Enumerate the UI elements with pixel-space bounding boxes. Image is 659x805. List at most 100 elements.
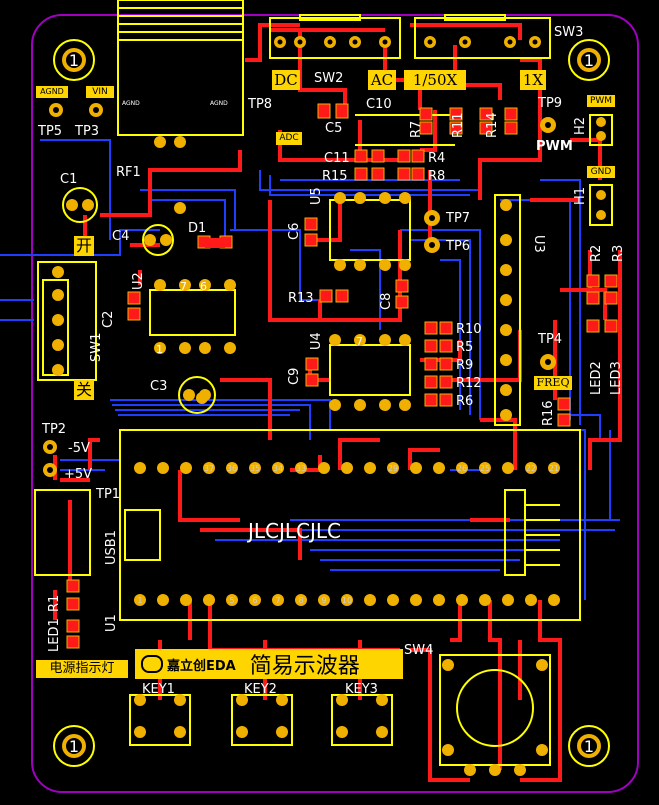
label-c11: C11 <box>324 151 350 166</box>
label-tp5: TP5 <box>37 124 62 139</box>
header-bottom-pin-number: 8 <box>298 596 303 605</box>
label-u2: U2 <box>131 272 146 290</box>
label-r12: R12 <box>456 376 482 391</box>
smd-pads <box>66 103 618 649</box>
header-top-pin-number: 36 <box>227 464 237 473</box>
label-r2: R2 <box>589 245 604 262</box>
label-c5: C5 <box>325 121 342 136</box>
header-top-pin-number: 29 <box>388 464 398 473</box>
label-u5: U5 <box>309 187 324 205</box>
label-tp2: TP2 <box>41 422 66 437</box>
board-title: 简易示波器 <box>249 654 360 679</box>
mounting-hole: 1 <box>53 725 95 767</box>
u2-pin-6: 6 <box>200 280 207 293</box>
label-r5: R5 <box>456 340 473 355</box>
label-tp1: TP1 <box>95 487 120 502</box>
label-tp6: TP6 <box>445 239 470 254</box>
label-dc-box: DC <box>272 70 300 90</box>
label-key2: KEY2 <box>244 682 277 697</box>
label-sw4: SW4 <box>404 643 433 658</box>
label-d1: D1 <box>188 221 206 236</box>
label-h2: H2 <box>573 117 588 135</box>
header-top-pin-number: 37 <box>204 464 214 473</box>
label-adc-box: ADC <box>276 132 302 145</box>
label-tp7: TP7 <box>445 211 470 226</box>
header-bottom-pin-number: 5 <box>229 596 234 605</box>
label-c3: C3 <box>150 379 167 394</box>
label-led2: LED2 <box>589 361 604 395</box>
label-r13: R13 <box>288 291 314 306</box>
silkscreen-outlines <box>34 0 613 766</box>
header-bottom-pin-number: 10 <box>342 596 352 605</box>
label-neg5v: -5V <box>68 441 90 456</box>
label-jlc: JLCJLCJLC <box>246 519 341 543</box>
label-pwm-box: PWM <box>587 95 615 107</box>
label-c2: C2 <box>101 311 116 328</box>
label-tp8: TP8 <box>247 97 272 112</box>
u2-pin-7: 7 <box>180 280 187 293</box>
label-r4: R4 <box>428 151 445 166</box>
header-top-pin-number: 33 <box>296 464 306 473</box>
label-key1: KEY1 <box>142 682 175 697</box>
mounting-hole: 1 <box>53 39 95 81</box>
hole-number: 1 <box>584 51 594 70</box>
mounting-hole: 1 <box>568 39 610 81</box>
label-close-box: 关 <box>74 380 94 400</box>
hole-number: 1 <box>584 737 594 756</box>
label-tp3: TP3 <box>74 124 99 139</box>
through-hole-pads <box>43 36 606 776</box>
u2-pin-1: 1 <box>156 343 163 356</box>
label-sw2: SW2 <box>314 71 343 86</box>
rf1-pin-label: AGND <box>210 100 228 107</box>
label-r9: R9 <box>456 358 473 373</box>
label-r11: R11 <box>451 112 466 138</box>
label-c4: C4 <box>112 229 129 244</box>
label-r3: R3 <box>611 245 626 262</box>
header-top-pin-number: 26 <box>457 464 467 473</box>
label-c10: C10 <box>366 97 392 112</box>
label-key3: KEY3 <box>345 682 378 697</box>
u4-pin-7: 7 <box>356 335 363 348</box>
hole-number: 1 <box>69 737 79 756</box>
label-sw3: SW3 <box>554 25 583 40</box>
label-r14: R14 <box>485 112 500 138</box>
diode-d1-body <box>205 238 225 248</box>
electrolytic-cap-pads <box>66 199 211 401</box>
label-freq-box: FREQ <box>534 376 572 390</box>
label-tp9: TP9 <box>537 96 562 111</box>
label-c9: C9 <box>287 368 302 385</box>
label-pwm: PWM <box>536 139 573 154</box>
mounting-hole: 1 <box>568 725 610 767</box>
label-gnd-box: GND <box>587 166 615 178</box>
label-1x-box: 1X <box>520 70 546 90</box>
pad-drills <box>47 39 551 473</box>
mounting-holes: 1 1 1 1 <box>53 39 610 767</box>
label-ratio-box: 1/50X <box>404 70 466 90</box>
header-top-pin-number: 35 <box>250 464 260 473</box>
u1-header-pins: 37 36 35 34 33 29 26 25 22 21 1 5 6 7 8 … <box>134 462 560 606</box>
label-r16: R16 <box>541 400 556 426</box>
brand-banner: 嘉立创EDA 简易示波器 <box>135 649 403 679</box>
label-open-box: 开 <box>74 236 94 256</box>
header-top-pin-number: 25 <box>480 464 490 473</box>
header-top-pin-number: 34 <box>273 464 283 473</box>
label-u1: U1 <box>104 614 119 632</box>
brand-name: 嘉立创EDA <box>167 658 236 674</box>
label-agnd-box: AGND <box>36 86 68 98</box>
label-r8: R8 <box>428 169 445 184</box>
brand-logo <box>141 655 163 673</box>
label-u3: U3 <box>531 235 546 253</box>
label-power-led-box: 电源指示灯 <box>36 660 128 678</box>
header-bottom-pin-number: 1 <box>137 596 142 605</box>
header-bottom-pin-number: 7 <box>275 596 280 605</box>
label-r6: R6 <box>456 394 473 409</box>
header-top-pin-number: 21 <box>549 464 559 473</box>
label-sw1: SW1 <box>89 333 104 362</box>
label-u4: U4 <box>309 332 324 350</box>
hole-number: 1 <box>69 51 79 70</box>
header-top-pin-number: 22 <box>526 464 536 473</box>
label-led1: LED1 <box>47 618 62 652</box>
label-r7: R7 <box>409 121 424 138</box>
header-bottom-pin-number: 6 <box>252 596 257 605</box>
